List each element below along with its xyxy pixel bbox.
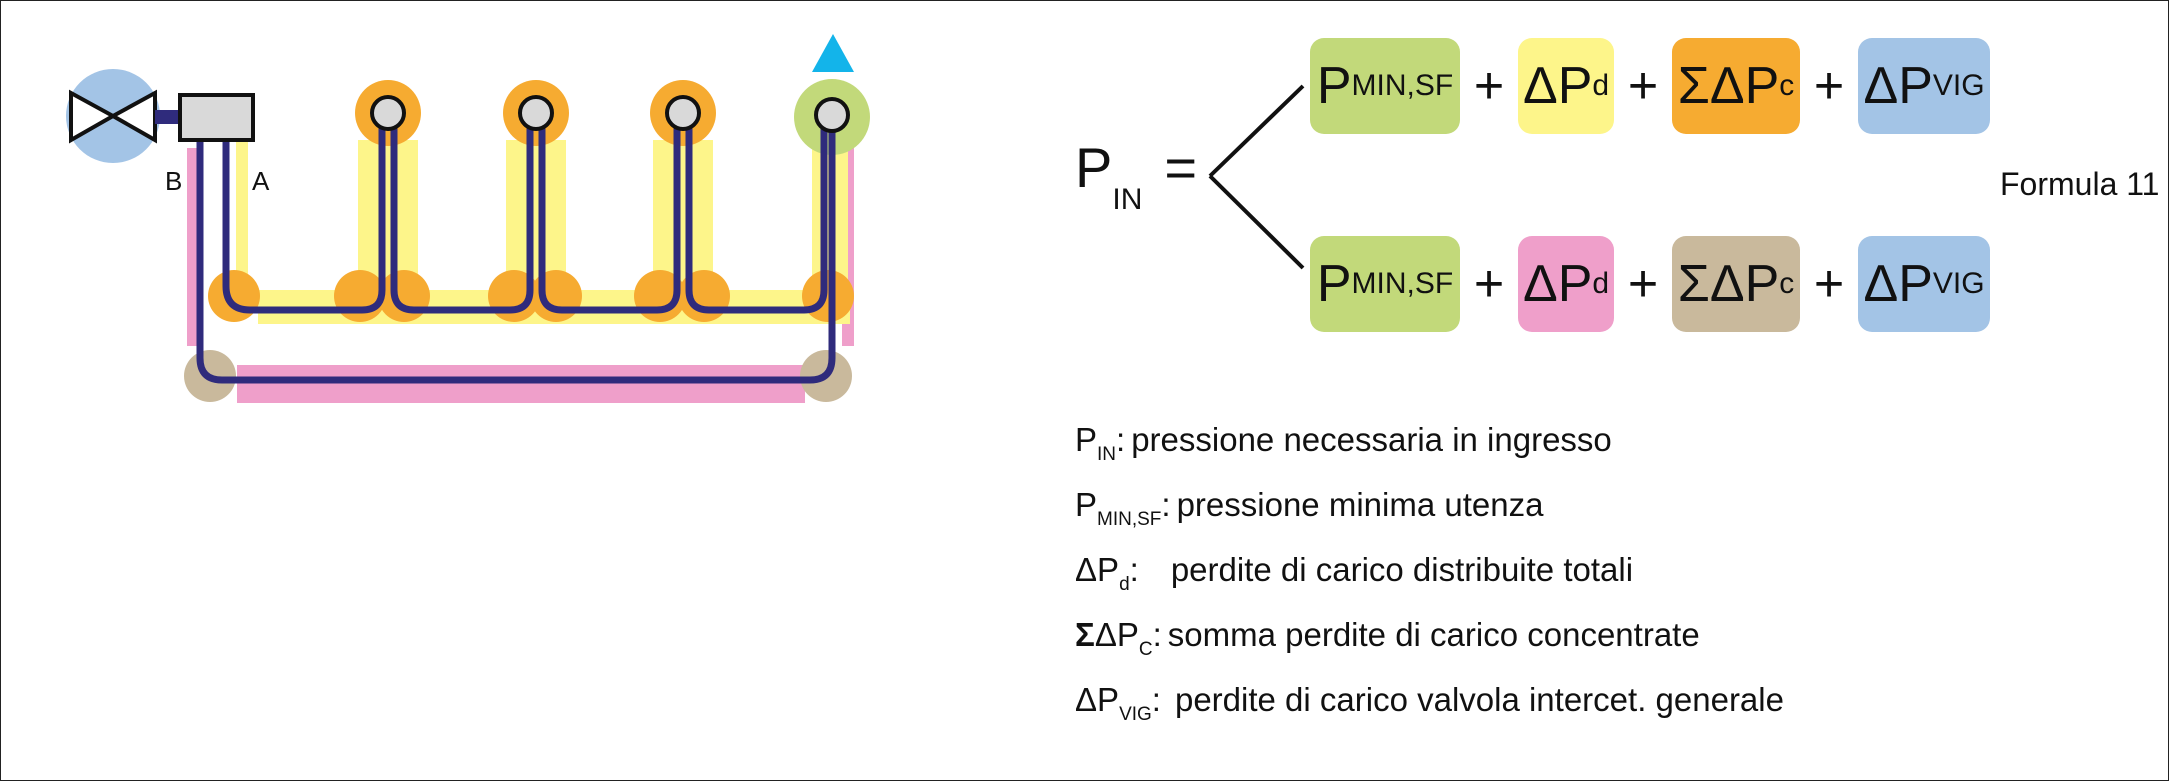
legend-symbol: ΔPVIG: xyxy=(1075,681,1161,725)
term-subscript: d xyxy=(1592,267,1610,300)
valve-connector xyxy=(155,110,180,124)
plus-sign: + xyxy=(1473,57,1505,115)
pipe-label-a: A xyxy=(252,166,270,196)
term-subscript: d xyxy=(1592,69,1610,102)
legend-row-pin: PIN:pressione necessaria in ingresso xyxy=(1075,415,1784,480)
valve-icon xyxy=(69,89,157,144)
plus-sign: + xyxy=(1813,255,1845,313)
term-symbol: ΣΔP xyxy=(1677,57,1780,115)
legend-symbol: PMIN,SF: xyxy=(1075,486,1171,530)
legend-row-delta-pvig: ΔPVIG: perdite di carico valvola intercet… xyxy=(1075,675,1784,740)
legend-symbol: ΣΔPC: xyxy=(1075,616,1162,660)
term-symbol: ΔP xyxy=(1522,57,1593,115)
plus-sign: + xyxy=(1627,57,1659,115)
formula-lhs: PIN= xyxy=(1075,140,1197,215)
pink-return-left xyxy=(187,148,199,346)
pipe-label-b: B xyxy=(165,166,183,196)
legend-row-pmin: PMIN,SF:pressione minima utenza xyxy=(1075,480,1784,545)
legend-row-sum-delta-pc: ΣΔPC:somma perdite di carico concentrate xyxy=(1075,610,1784,675)
legend-description: somma perdite di carico concentrate xyxy=(1167,616,1700,653)
orange-fitting-1b xyxy=(378,270,430,322)
term-symbol: ΔP xyxy=(1863,255,1933,313)
orange-fitting-a xyxy=(208,270,260,322)
branch-line-top xyxy=(1208,84,1305,178)
legend-description: pressione minima utenza xyxy=(1176,486,1544,523)
term-subscript: VIG xyxy=(1932,267,1985,300)
orange-fitting-2b xyxy=(530,270,582,322)
outlet-node-icon xyxy=(370,95,406,131)
term-subscript: MIN,SF xyxy=(1351,267,1454,300)
term-symbol: ΣΔP xyxy=(1677,255,1780,313)
meter-box-icon xyxy=(178,93,255,142)
arrow-up-icon xyxy=(812,34,854,72)
outlet-node-icon xyxy=(665,95,701,131)
term-symbol: ΔP xyxy=(1522,255,1593,313)
yellow-feed-a xyxy=(236,138,248,298)
term-subscript: c xyxy=(1779,69,1795,102)
term-symbol: P xyxy=(1316,255,1352,313)
navy-pipe-return xyxy=(196,122,836,384)
legend: PIN:pressione necessaria in ingresso PMI… xyxy=(1075,415,1784,740)
legend-description: perdite di carico distribuite totali xyxy=(1170,551,1634,588)
term-subscript: c xyxy=(1779,267,1795,300)
pink-return-bottom xyxy=(237,365,805,403)
yellow-branch-1 xyxy=(358,140,418,290)
yellow-branch-2 xyxy=(506,140,566,290)
lhs-symbol: P xyxy=(1075,136,1113,199)
branch-line-bottom xyxy=(1208,174,1305,270)
plus-sign: + xyxy=(1813,57,1845,115)
formula-label: Formula 11 xyxy=(2000,166,2160,202)
term-subscript: MIN,SF xyxy=(1351,69,1454,102)
orange-fitting-4 xyxy=(802,270,854,322)
navy-pipe-distribution xyxy=(222,122,828,314)
plus-sign: + xyxy=(1627,255,1659,313)
legend-description: pressione necessaria in ingresso xyxy=(1131,421,1612,458)
outlet-node-icon xyxy=(518,95,554,131)
legend-row-delta-pd: ΔPd: perdite di carico distribuite totali xyxy=(1075,545,1784,610)
equals-sign: = xyxy=(1164,136,1198,199)
legend-symbol: PIN: xyxy=(1075,421,1126,465)
lhs-subscript: IN xyxy=(1112,183,1143,216)
plus-sign: + xyxy=(1473,255,1505,313)
legend-description: perdite di carico valvola intercet. gene… xyxy=(1174,681,1784,718)
term-symbol: P xyxy=(1316,57,1352,115)
term-subscript: VIG xyxy=(1932,69,1985,102)
legend-symbol: ΔPd: xyxy=(1075,551,1139,595)
outlet-node-icon xyxy=(814,97,850,133)
term-symbol: ΔP xyxy=(1863,57,1933,115)
yellow-branch-3 xyxy=(653,140,713,290)
